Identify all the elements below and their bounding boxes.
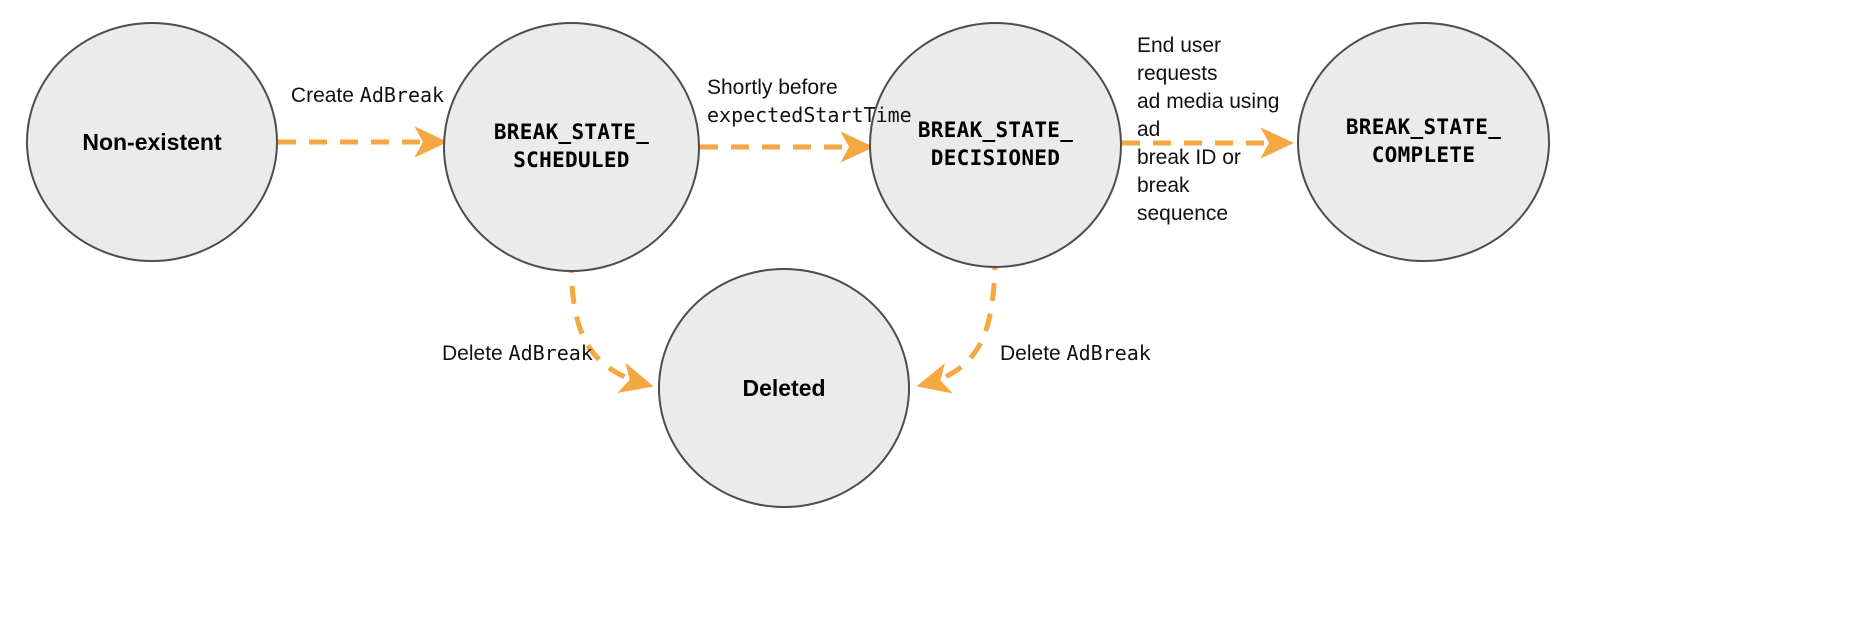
edge-label-create-text: Create	[290, 84, 360, 107]
edge-label-shortly-code: expectedStartTime	[707, 102, 912, 127]
edge-label-delete-right-text: Delete	[1000, 342, 1067, 365]
node-break-state-complete[interactable]: BREAK_STATE_ COMPLETE	[1297, 22, 1550, 262]
edge-label-end-user-text: End user requests ad media using ad brea…	[1137, 34, 1280, 225]
node-label-break-state-decisioned: BREAK_STATE_ DECISIONED	[917, 118, 1074, 170]
node-break-state-scheduled[interactable]: BREAK_STATE_ SCHEDULED	[443, 22, 700, 272]
node-label-break-state-complete: BREAK_STATE_ COMPLETE	[1345, 115, 1502, 167]
edge-label-delete-left-text: Delete	[442, 342, 509, 365]
edge-label-delete-left-code: AdBreak	[508, 341, 593, 365]
node-label-deleted: Deleted	[742, 374, 826, 401]
node-deleted[interactable]: Deleted	[658, 268, 910, 508]
edge-label-delete-from-decisioned: Delete AdBreak	[1000, 340, 1170, 368]
edge-label-create-code: AdBreak	[359, 83, 445, 107]
edge-label-delete-from-scheduled: Delete AdBreak	[442, 340, 612, 368]
node-break-state-decisioned[interactable]: BREAK_STATE_ DECISIONED	[869, 22, 1122, 268]
node-label-non-existent: Non-existent	[82, 128, 222, 155]
edge-label-shortly-text: Shortly before	[707, 76, 838, 99]
edge-label-shortly-before: Shortly before expectedStartTime	[707, 74, 912, 130]
edge-delete-from-decisioned	[916, 251, 998, 394]
node-label-break-state-scheduled: BREAK_STATE_ SCHEDULED	[493, 120, 650, 172]
edge-label-end-user-request: End user requests ad media using ad brea…	[1137, 32, 1297, 227]
node-non-existent[interactable]: Non-existent	[26, 22, 278, 262]
edge-label-create-adbreak: Create AdBreak	[290, 82, 445, 110]
edge-label-delete-right-code: AdBreak	[1066, 341, 1151, 365]
